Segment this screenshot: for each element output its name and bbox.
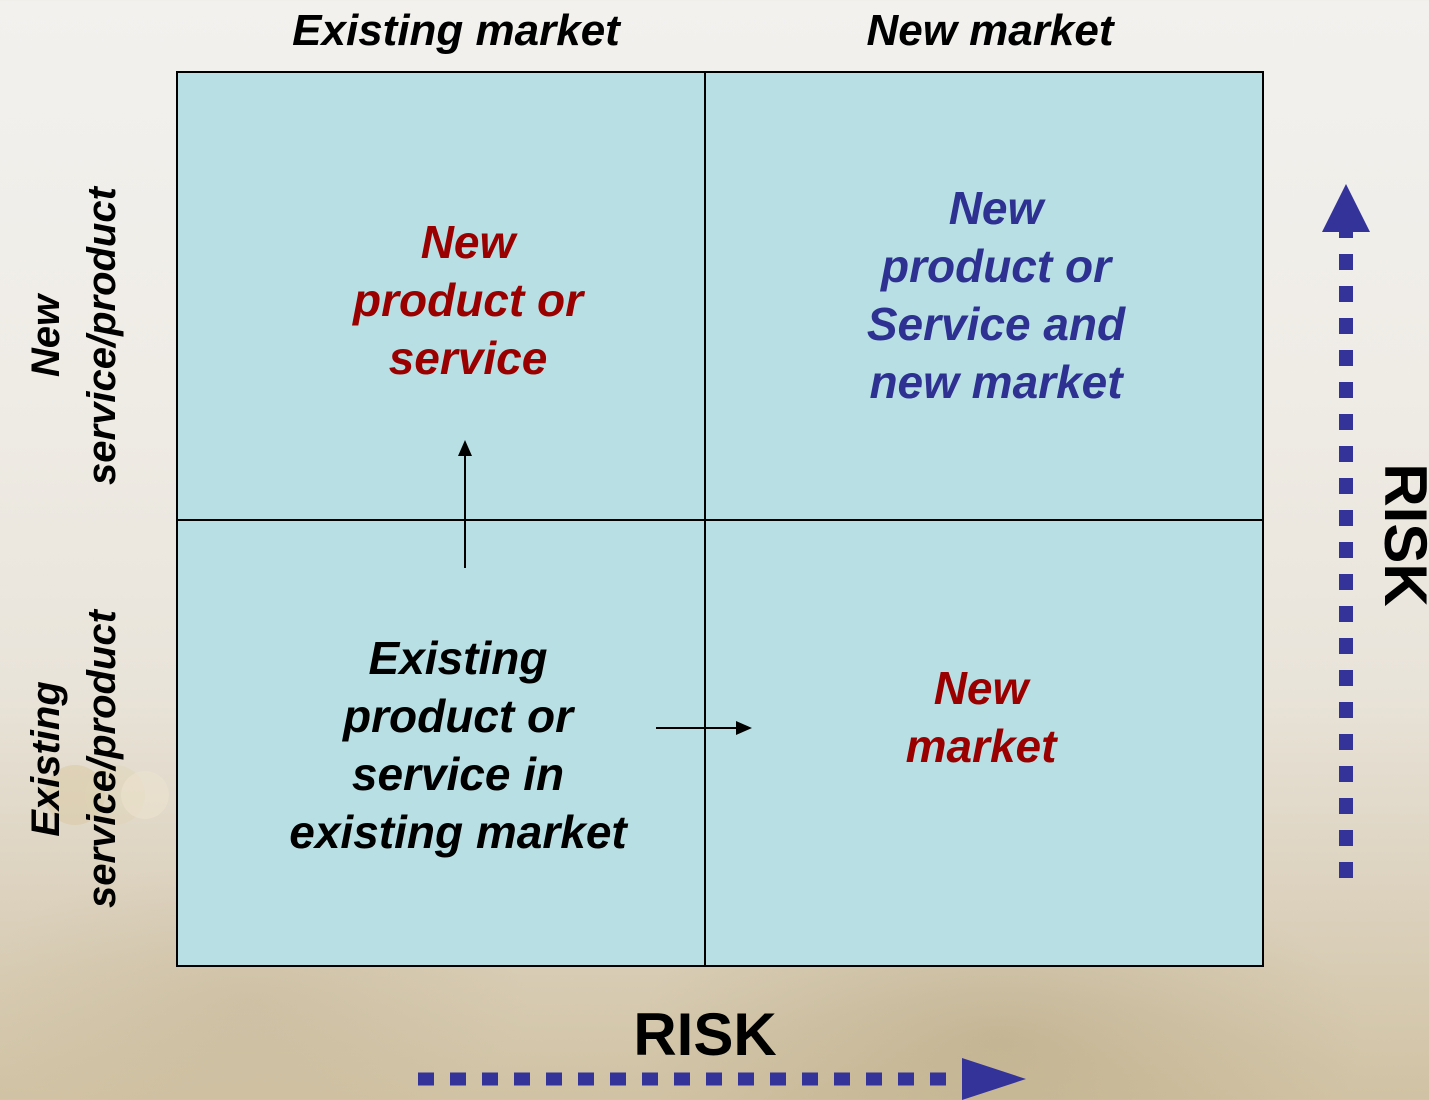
cell-text-new-product-and-new-market: New product or Service and new market — [866, 182, 1126, 408]
background-decoration — [45, 765, 169, 825]
cell-bottom-left: Existing product or service in existing … — [178, 521, 706, 965]
risk-label-horizontal: RISK — [633, 1001, 777, 1068]
column-header-existing-market: Existing market — [292, 6, 620, 55]
up-arrow-icon — [458, 440, 472, 568]
right-arrow-icon — [656, 721, 752, 735]
risk-label-vertical: RISK — [1372, 463, 1429, 607]
cell-top-left: New product or service — [178, 73, 706, 521]
risk-arrow-horizontal-icon — [418, 1058, 1026, 1100]
cell-text-existing-product-existing-market: Existing product or service in existing … — [289, 632, 627, 858]
column-header-new-market: New market — [866, 6, 1114, 55]
risk-arrow-vertical-icon — [1322, 184, 1370, 878]
cell-text-new-market: New market — [905, 662, 1057, 772]
cell-text-new-product-or-service: New product or service — [353, 216, 583, 384]
matrix-grid: New product or service New product or Se… — [176, 71, 1264, 967]
cell-bottom-right: New market — [706, 521, 1262, 965]
cell-top-right: New product or Service and new market — [706, 73, 1262, 521]
